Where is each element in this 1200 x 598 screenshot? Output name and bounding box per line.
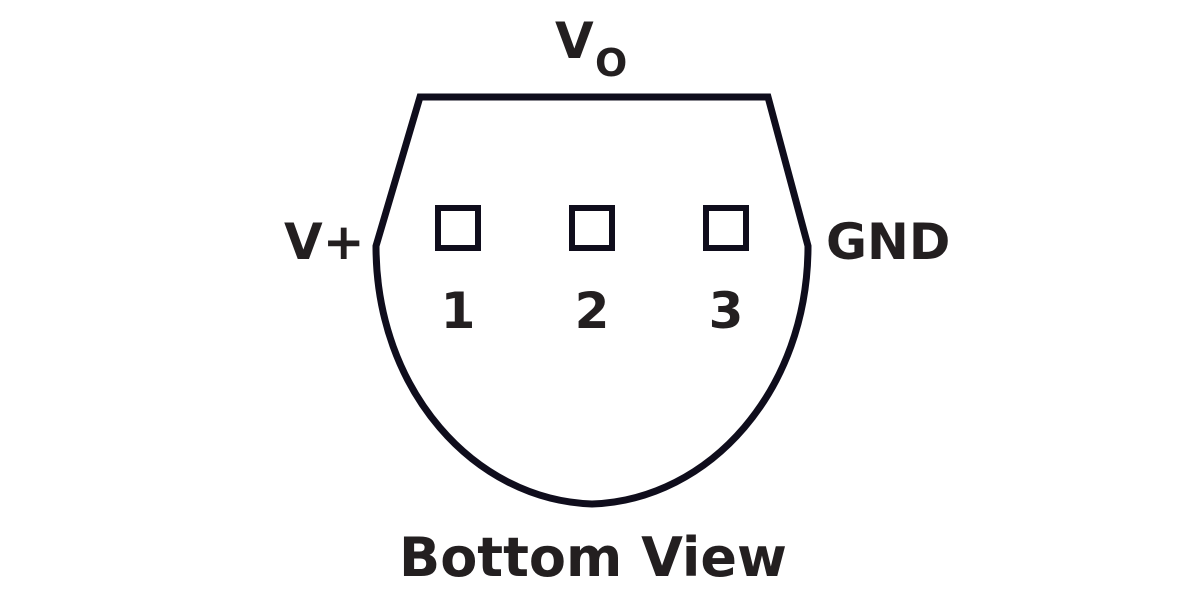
vplus-label: V+ [284,213,365,271]
pin-2-pad [569,205,615,251]
pin-1-pad [435,205,481,251]
pin-3-pad [703,205,749,251]
gnd-label: GND [826,213,950,271]
package-outline [372,93,812,508]
vo-label: V [555,12,594,70]
pin-3-label: 3 [709,282,744,340]
pin-2-label: 2 [575,282,610,340]
caption: Bottom View [399,526,787,589]
pin-1-label: 1 [441,282,476,340]
vo-subscript: O [595,41,627,85]
